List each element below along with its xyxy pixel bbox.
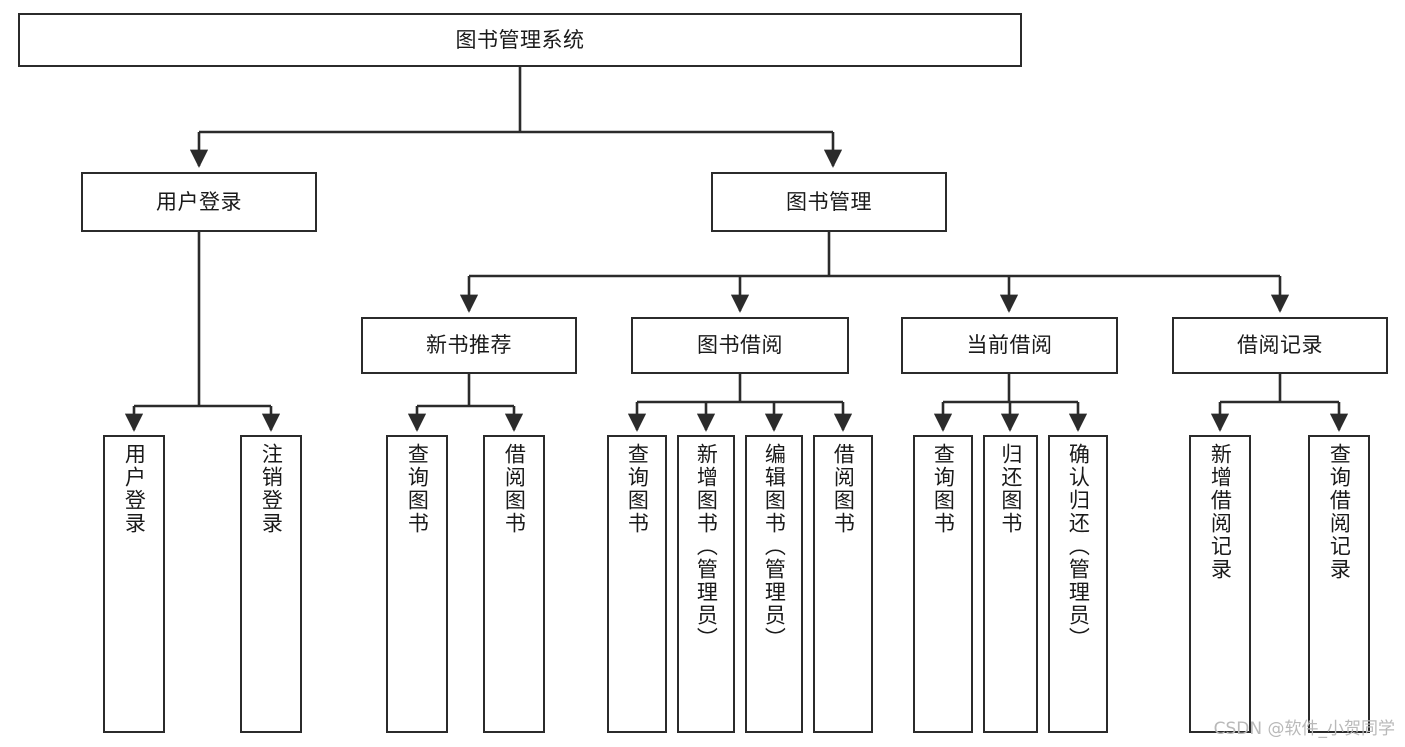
node-user-login[interactable]: 用户登录 bbox=[81, 172, 317, 232]
node-current-borrow-label: 当前借阅 bbox=[966, 333, 1053, 358]
node-book-management-label: 图书管理 bbox=[786, 189, 872, 214]
leaf-add-book-admin[interactable]: 新增图书（管理员） bbox=[677, 435, 735, 733]
node-root-label: 图书管理系统 bbox=[455, 27, 585, 52]
node-new-book-recommend[interactable]: 新书推荐 bbox=[361, 317, 577, 374]
node-user-login-label: 用户登录 bbox=[156, 189, 242, 214]
leaf-query-book-recommend-label: 查询图书 bbox=[405, 443, 430, 535]
node-book-borrow[interactable]: 图书借阅 bbox=[631, 317, 849, 374]
leaf-query-book-current[interactable]: 查询图书 bbox=[913, 435, 973, 733]
watermark-text: CSDN @软件_小贺同学 bbox=[1213, 719, 1395, 739]
node-book-borrow-label: 图书借阅 bbox=[697, 333, 783, 358]
node-borrow-record[interactable]: 借阅记录 bbox=[1172, 317, 1388, 374]
node-root[interactable]: 图书管理系统 bbox=[18, 13, 1022, 67]
leaf-borrow-book[interactable]: 借阅图书 bbox=[813, 435, 873, 733]
leaf-query-book-recommend[interactable]: 查询图书 bbox=[386, 435, 448, 733]
node-borrow-record-label: 借阅记录 bbox=[1237, 333, 1323, 358]
leaf-return-book[interactable]: 归还图书 bbox=[983, 435, 1038, 733]
node-new-book-recommend-label: 新书推荐 bbox=[426, 333, 512, 358]
leaf-logout-label: 注销登录 bbox=[259, 443, 284, 535]
leaf-borrow-book-recommend-label: 借阅图书 bbox=[502, 443, 527, 535]
node-book-management[interactable]: 图书管理 bbox=[711, 172, 947, 232]
leaf-confirm-return-admin[interactable]: 确认归还（管理员） bbox=[1048, 435, 1108, 733]
leaf-user-login[interactable]: 用户登录 bbox=[103, 435, 165, 733]
leaf-confirm-return-admin-label: 确认归还（管理员） bbox=[1066, 443, 1091, 650]
leaf-add-borrow-record-label: 新增借阅记录 bbox=[1208, 443, 1233, 581]
leaf-add-book-admin-label: 新增图书（管理员） bbox=[694, 443, 719, 650]
leaf-query-borrow-record[interactable]: 查询借阅记录 bbox=[1308, 435, 1370, 733]
leaf-user-login-label: 用户登录 bbox=[122, 443, 147, 535]
leaf-query-book-borrow[interactable]: 查询图书 bbox=[607, 435, 667, 733]
leaf-query-book-borrow-label: 查询图书 bbox=[625, 443, 650, 535]
leaf-return-book-label: 归还图书 bbox=[998, 443, 1023, 535]
leaf-add-borrow-record[interactable]: 新增借阅记录 bbox=[1189, 435, 1251, 733]
node-current-borrow[interactable]: 当前借阅 bbox=[901, 317, 1118, 374]
leaf-logout[interactable]: 注销登录 bbox=[240, 435, 302, 733]
leaf-borrow-book-recommend[interactable]: 借阅图书 bbox=[483, 435, 545, 733]
leaf-query-borrow-record-label: 查询借阅记录 bbox=[1327, 443, 1352, 581]
leaf-query-book-current-label: 查询图书 bbox=[931, 443, 956, 535]
leaf-edit-book-admin-label: 编辑图书（管理员） bbox=[762, 443, 787, 650]
leaf-borrow-book-label: 借阅图书 bbox=[831, 443, 856, 535]
leaf-edit-book-admin[interactable]: 编辑图书（管理员） bbox=[745, 435, 803, 733]
